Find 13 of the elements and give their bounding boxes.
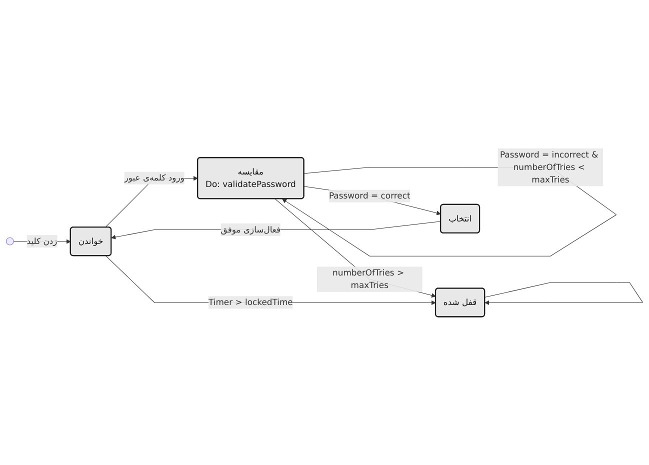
edge-label: Timer > lockedTime — [208, 297, 293, 308]
edge-label: Password = incorrect & numberOfTries < maxTries — [500, 149, 598, 185]
arrow — [304, 186, 442, 216]
edge-label: ورود کلمه‌ی عبور — [124, 172, 184, 183]
node-circle — [6, 237, 14, 246]
arrow — [484, 282, 643, 306]
arrow — [111, 221, 442, 240]
edge-label: Password = correct — [328, 190, 410, 201]
edge-label: زدن کلید — [26, 236, 58, 246]
arrow — [274, 198, 436, 298]
edge-label: فعال‌سازی موفق — [220, 224, 281, 234]
arrow — [106, 256, 436, 306]
edge-label: numberOfTries > maxTries — [332, 268, 404, 290]
